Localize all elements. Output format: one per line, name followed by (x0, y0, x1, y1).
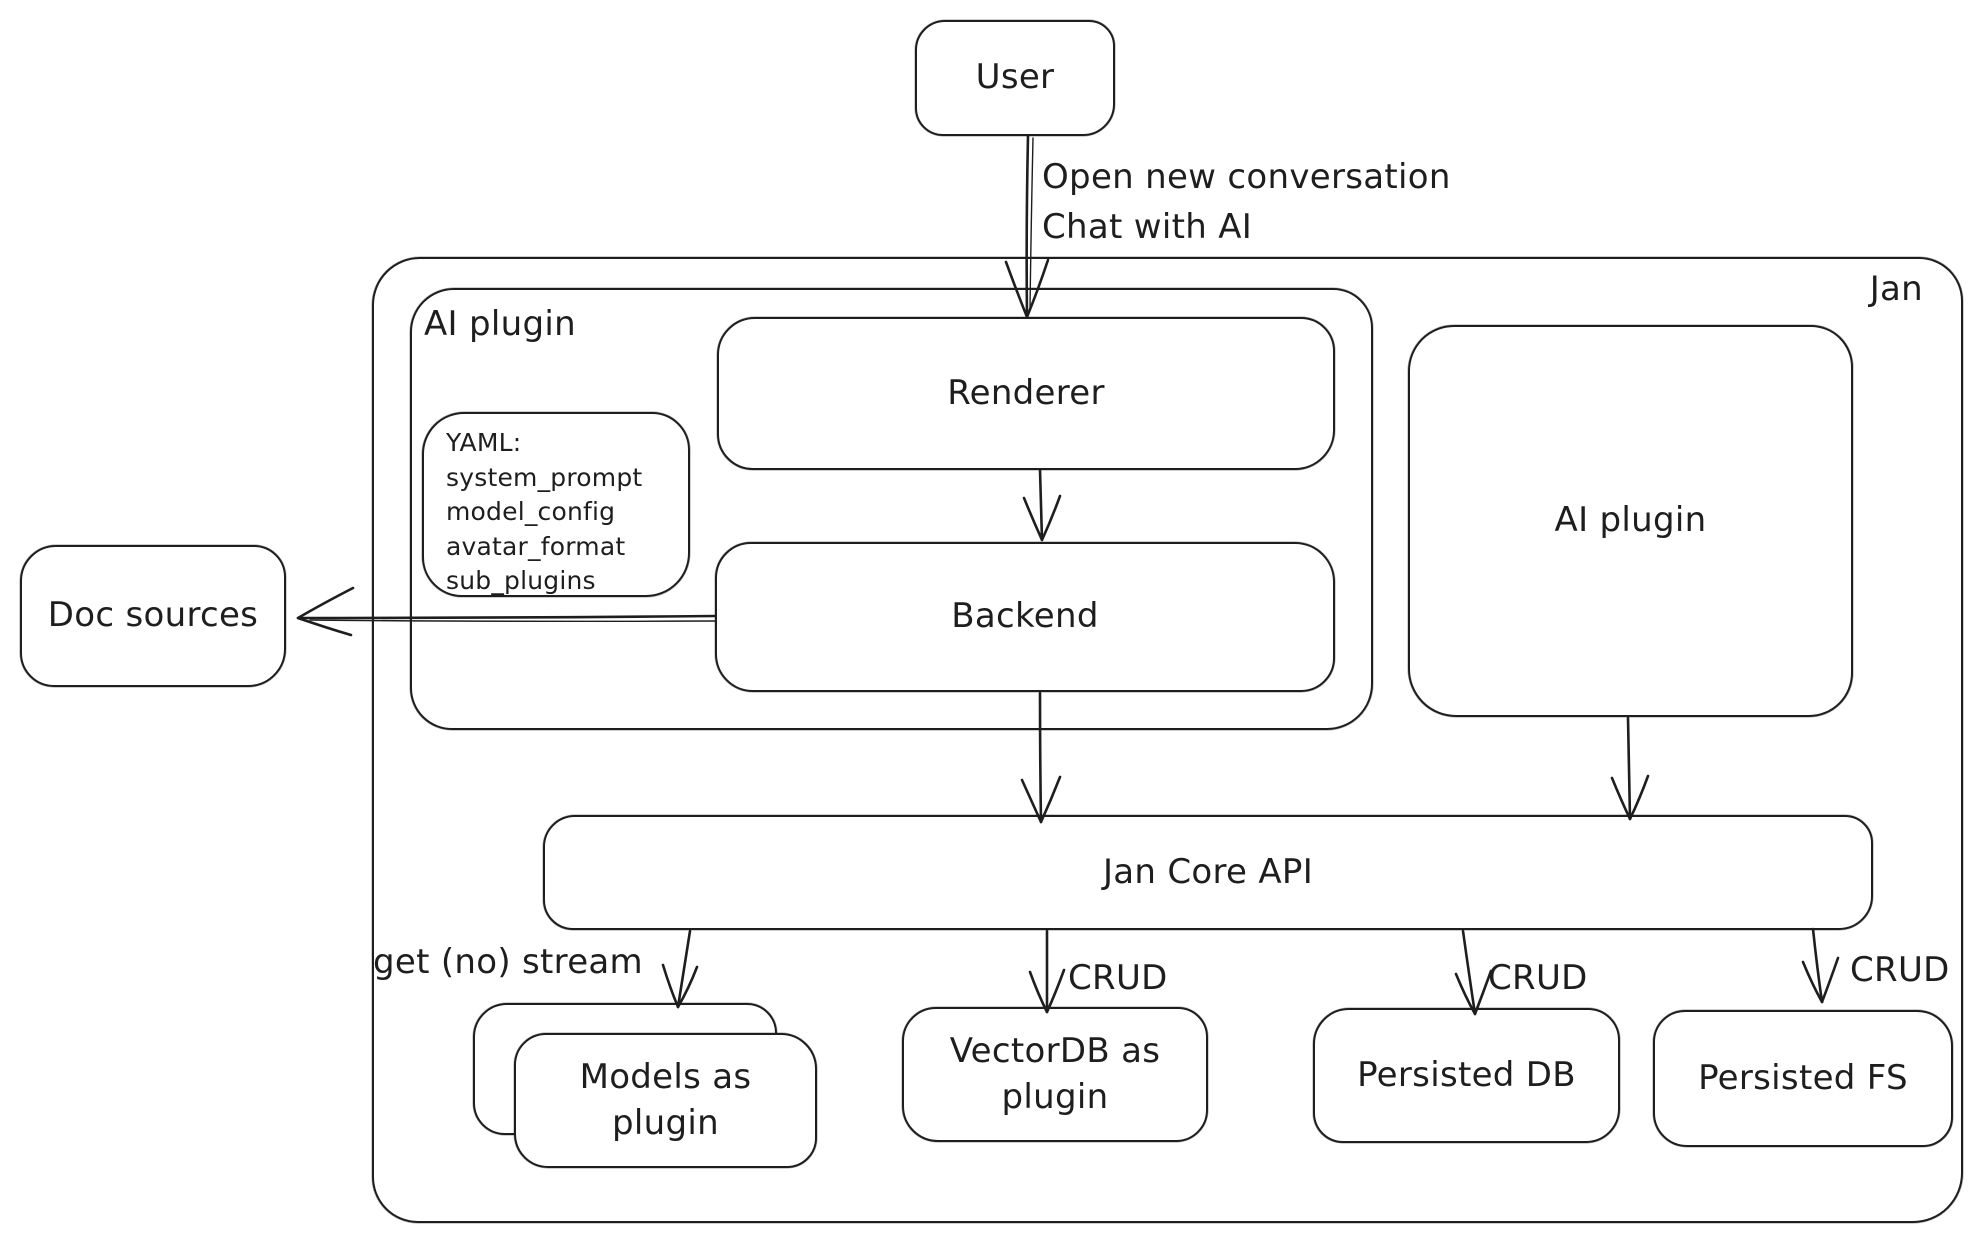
node-user-label: User (975, 57, 1055, 98)
edge-label-crud-vectordb: CRUD (1068, 958, 1168, 998)
node-persisted-db: Persisted DB (1313, 1008, 1620, 1143)
node-doc-sources-label: Doc sources (47, 595, 259, 636)
node-backend-label: Backend (951, 596, 1099, 637)
node-renderer: Renderer (717, 317, 1335, 470)
node-user: User (915, 20, 1115, 136)
node-doc-sources: Doc sources (20, 545, 286, 687)
node-renderer-label: Renderer (947, 372, 1105, 413)
node-models-plugin-label: Models as plugin (579, 1056, 752, 1143)
node-ai-plugin-right-label: AI plugin (1554, 500, 1707, 541)
edge-label-crud-persisted-db: CRUD (1488, 958, 1588, 998)
node-persisted-db-label: Persisted DB (1357, 1054, 1576, 1095)
edge-label-user-flow-line2: Chat with AI (1042, 207, 1253, 247)
arrowhead-backend-to-doc-sources (296, 586, 355, 637)
node-jan-core-api-label: Jan Core API (1102, 851, 1314, 892)
edge-label-crud-persisted-fs: CRUD (1850, 950, 1950, 990)
node-persisted-fs-label: Persisted FS (1698, 1057, 1908, 1098)
edge-label-get-no-stream: get (no) stream (373, 942, 643, 982)
yaml-line-model-config: model_config (446, 497, 616, 526)
node-jan-core-api: Jan Core API (543, 815, 1873, 930)
container-ai-plugin-label: AI plugin (424, 304, 576, 344)
edge-label-user-flow: Open new conversation Chat with AI (1042, 152, 1451, 252)
node-persisted-fs: Persisted FS (1653, 1010, 1953, 1147)
yaml-line-system-prompt: system_prompt (446, 462, 643, 492)
node-ai-plugin-right: AI plugin (1408, 325, 1853, 717)
edge-label-user-flow-line1: Open new conversation (1042, 157, 1451, 197)
node-yaml-note: YAML: system_prompt model_config avatar_… (422, 412, 690, 597)
yaml-line-avatar-format: avatar_format (446, 531, 626, 561)
node-backend: Backend (715, 542, 1335, 692)
node-models-plugin: Models as plugin (514, 1033, 817, 1168)
node-vectordb-plugin-label: VectorDB as plugin (949, 1030, 1161, 1117)
container-jan-label: Jan (1869, 269, 1923, 309)
yaml-line-sub-plugins: sub_plugins (446, 566, 596, 595)
node-vectordb-plugin: VectorDB as plugin (902, 1007, 1208, 1142)
yaml-note-lines: YAML: system_prompt model_config avatar_… (446, 426, 642, 599)
yaml-line-title: YAML: (446, 428, 522, 457)
